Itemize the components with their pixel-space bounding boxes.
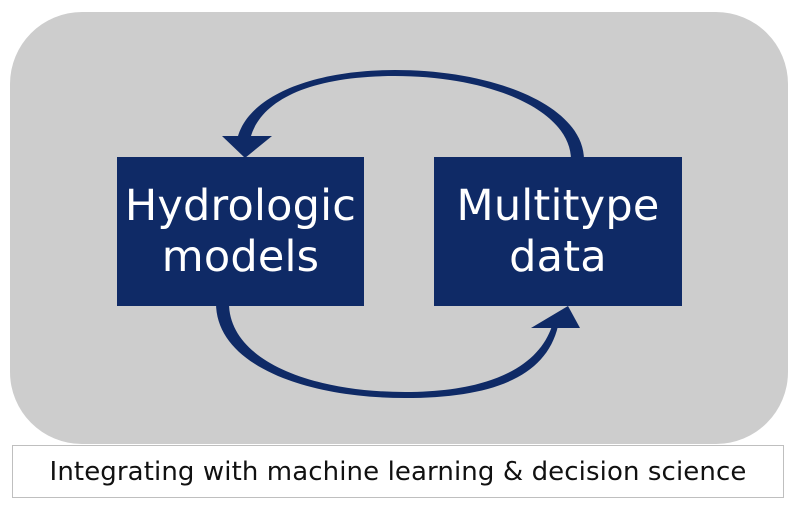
arrow-models-to-data-head: [531, 306, 580, 328]
diagram-caption-text: Integrating with machine learning & deci…: [49, 456, 747, 487]
node-multitype-data-line-1: Multitype: [456, 180, 660, 231]
arrow-models-to-data: [216, 303, 580, 398]
arrow-data-to-models: [222, 70, 584, 160]
arrow-models-to-data-shaft: [216, 303, 558, 398]
arrow-data-to-models-head: [222, 136, 272, 158]
node-multitype-data-line-2: data: [509, 231, 607, 282]
node-multitype-data: Multitype data: [434, 157, 682, 306]
arrow-data-to-models-shaft: [238, 70, 584, 160]
diagram-caption: Integrating with machine learning & deci…: [12, 445, 784, 498]
node-hydrologic-models-line-1: Hydrologic: [124, 180, 357, 231]
node-hydrologic-models-line-2: models: [161, 231, 320, 282]
node-hydrologic-models: Hydrologic models: [117, 157, 364, 306]
